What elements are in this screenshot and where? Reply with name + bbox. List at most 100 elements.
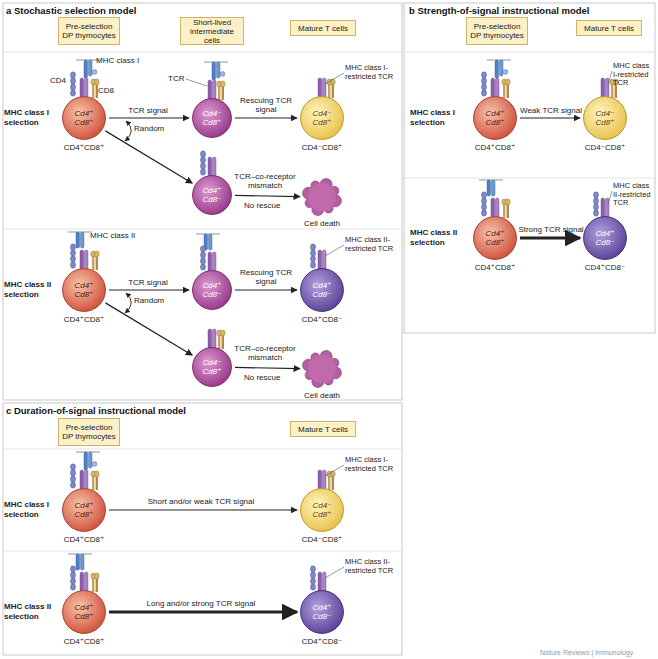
- cd4-glyph: [200, 157, 205, 163]
- row-separator: [404, 178, 655, 179]
- apc-membrane: [487, 59, 511, 60]
- cd4-glyph: [70, 566, 75, 572]
- row-separator: [404, 52, 655, 53]
- journal-credit: Nature Reviews | Immunology: [540, 648, 655, 657]
- annotation: Random: [134, 124, 174, 133]
- stage-header-box: Mature T cells: [290, 20, 356, 36]
- signal-arrow: [520, 117, 580, 118]
- dp-thymocyte-cell: Cd4⁺ Cd8⁺CD4⁺CD8⁺: [473, 216, 517, 260]
- apc-membrane: [204, 61, 228, 62]
- tcr-glyph: [322, 250, 326, 270]
- panel-title: c Duration-of-signal instructional model: [6, 405, 246, 416]
- cd4-glyph: [593, 210, 598, 216]
- cd4-glyph: [70, 482, 75, 488]
- cd8-glyph: [94, 79, 99, 85]
- annotation: MHC class II-restricted TCR: [613, 182, 655, 208]
- annotation: MHC class I-restricted TCR: [345, 456, 401, 473]
- cell-body: [584, 217, 627, 260]
- cd4-glyph: [481, 84, 486, 90]
- tcr-glyph: [322, 572, 326, 592]
- cd4-glyph: [310, 584, 315, 590]
- header-text: Short-lived intermediate cells: [183, 18, 241, 45]
- tcr-glyph: [212, 252, 216, 272]
- cd8-glyph: [92, 578, 94, 592]
- stage-header-box: Pre-selection DP thymocytes: [466, 17, 528, 45]
- signal-label: Short and/or weak TCR signal: [140, 497, 262, 506]
- mhc-glyph: [81, 232, 85, 248]
- cd4-glyph: [70, 470, 75, 476]
- signal-arrow: [520, 237, 580, 240]
- panel-title: b Strength-of-signal instructional model: [409, 5, 649, 16]
- cell-body: [193, 99, 232, 138]
- tcr-glyph: [605, 198, 609, 218]
- header-text: Mature T cells: [584, 24, 634, 33]
- gene-label: Cd4⁺ Cd8⁺: [473, 96, 517, 140]
- cd8-glyph: [328, 476, 330, 490]
- cd4-t-cell: Cd4⁺ Cd8⁻CD4⁺CD8⁻: [583, 216, 627, 260]
- mhc-glyph: [84, 452, 88, 470]
- apc-membrane: [196, 233, 220, 234]
- tcr-glyph: [80, 470, 84, 490]
- cd4-glyph: [310, 244, 315, 250]
- gene-label: Cd4⁻ Cd8⁺: [300, 488, 344, 532]
- stage-header-box: Mature T cells: [290, 421, 356, 437]
- cell-body: [301, 269, 344, 312]
- cd8-t-cell: Cd4⁻ Cd8⁺CD4⁻CD8⁺: [300, 488, 344, 532]
- annotation: No rescue: [244, 201, 294, 210]
- signal-arrow: [109, 117, 189, 118]
- phenotype-label: CD4⁺CD8⁻: [280, 637, 364, 646]
- row-heading: MHC class II selection: [410, 228, 466, 247]
- cd8-glyph: [220, 81, 225, 87]
- tcr-glyph: [212, 157, 216, 177]
- gene-label: Cd4⁺ Cd8⁺: [62, 590, 106, 634]
- gene-label: Cd4⁻ Cd8⁺: [583, 96, 627, 140]
- leader-line: [186, 79, 207, 86]
- cd4-glyph: [200, 252, 205, 258]
- cd4-glyph: [481, 78, 486, 84]
- signal-label: TCR signal: [112, 278, 184, 287]
- cd8-glyph: [222, 86, 224, 100]
- tcr-glyph: [495, 78, 499, 98]
- cd8-glyph: [92, 84, 94, 98]
- cd4-glyph: [310, 262, 315, 268]
- mhc-glyph: [89, 452, 93, 468]
- cd4-glyph: [70, 90, 75, 96]
- stage-header-box: Short-lived intermediate cells: [180, 17, 244, 45]
- mhc-glyph: [503, 70, 508, 75]
- cd8-glyph: [96, 476, 98, 490]
- cd8-glyph: [503, 204, 505, 218]
- annotation: MHC class II: [90, 231, 145, 240]
- cd8-glyph: [92, 476, 94, 490]
- phenotype-label: CD4⁻CD8⁺: [280, 143, 364, 152]
- signal-arrow: [105, 303, 192, 355]
- row-separator: [3, 551, 402, 552]
- mhc-glyph: [92, 70, 97, 75]
- cell-body: [63, 97, 106, 140]
- row-separator: [3, 52, 402, 53]
- tcr-glyph: [318, 250, 322, 270]
- cd4-glyph: [70, 84, 75, 90]
- tcr-glyph: [322, 78, 326, 98]
- mhc-glyph: [495, 60, 499, 78]
- cd4-glyph: [310, 572, 315, 578]
- cd8-glyph: [218, 86, 220, 100]
- mhc-glyph: [89, 60, 93, 76]
- cd4-glyph: [70, 244, 75, 250]
- gene-label: Cd4⁺ Cd8⁺: [62, 488, 106, 532]
- gene-label: Cd4⁺ Cd8⁻: [300, 590, 344, 634]
- signal-arrow: [235, 195, 300, 196]
- gene-label: Cd4⁻ Cd8⁺: [192, 347, 232, 387]
- gene-label: Cd4⁻ Cd8⁺: [300, 96, 344, 140]
- intermediate-cell: Cd4⁻ Cd8⁺: [192, 347, 232, 387]
- cd4-glyph: [70, 464, 75, 470]
- cd4-glyph: [200, 169, 205, 175]
- annotation: MHC class I: [96, 56, 146, 65]
- tcr-glyph: [80, 78, 84, 98]
- cd8-glyph: [507, 204, 509, 218]
- annotation: CD4: [50, 76, 72, 85]
- cd4-glyph: [481, 198, 486, 204]
- cd4-glyph: [70, 578, 75, 584]
- cell-body: [63, 269, 106, 312]
- tcr-glyph: [491, 78, 495, 98]
- dying-cell-body: [308, 355, 336, 383]
